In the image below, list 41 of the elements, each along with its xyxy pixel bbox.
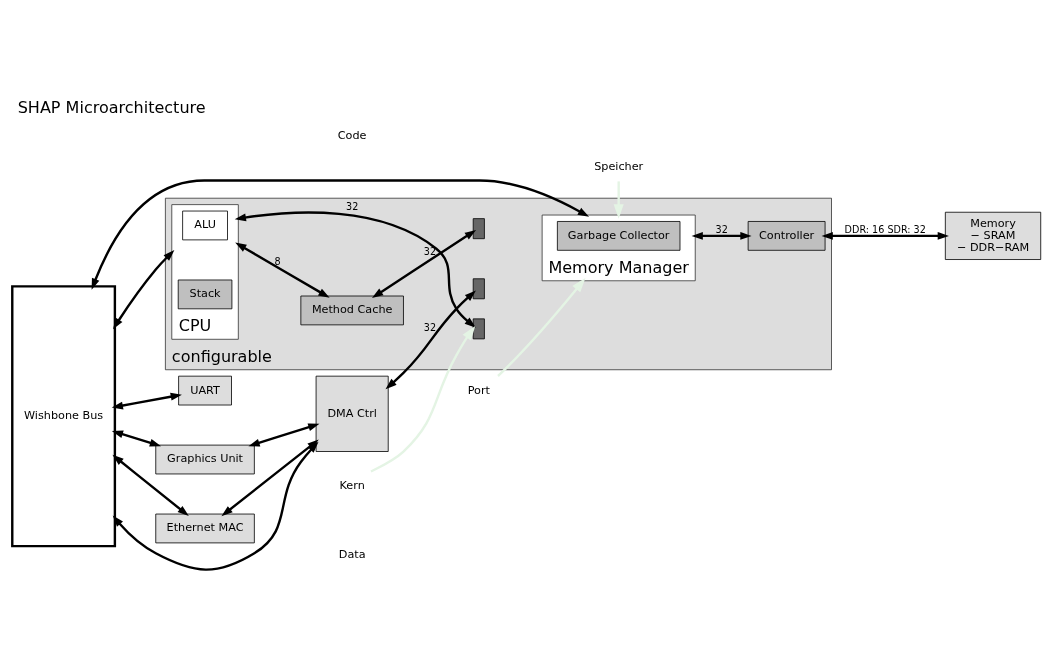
node-box	[472, 277, 485, 299]
edge-label: 32	[423, 321, 437, 333]
node-box	[472, 217, 485, 239]
arrow	[234, 210, 476, 328]
label: Data	[338, 547, 366, 561]
diagram-title: SHAP Microarchitecture	[17, 97, 206, 117]
arrow	[613, 180, 624, 219]
node-box: Controller	[747, 220, 826, 251]
arrow	[235, 242, 330, 298]
edge-label: 32	[423, 245, 437, 257]
arrow	[113, 249, 175, 329]
node-text: Speicher	[594, 159, 644, 173]
label: Code	[337, 128, 367, 142]
node-box: DMA Ctrl	[315, 375, 389, 452]
arrow	[385, 290, 476, 389]
arrow	[691, 231, 752, 240]
arrow	[497, 277, 586, 377]
node-box: Garbage Collector	[556, 220, 681, 251]
node-text: Port	[467, 383, 490, 397]
arrow	[111, 430, 162, 447]
node-box: Graphics Unit	[155, 444, 255, 474]
arrow	[112, 454, 189, 516]
node-box: Wishbone Bus	[11, 284, 117, 547]
node-box: UART	[178, 375, 232, 405]
node-box: Ethernet MAC	[155, 513, 255, 543]
arrow	[248, 422, 320, 447]
edge-label: 8	[274, 255, 281, 267]
node-box: ALU	[182, 210, 228, 240]
node-box: Method Cache	[300, 295, 404, 325]
node-box: Stack	[177, 279, 233, 309]
arrow	[372, 229, 477, 298]
arrow	[91, 178, 590, 290]
edge-label: 32	[346, 200, 359, 212]
edge-label: 32	[715, 223, 728, 235]
arrow	[370, 325, 476, 473]
arrow	[821, 231, 949, 240]
edge-label: DDR: 16 SDR: 32	[844, 223, 926, 235]
node-box	[472, 317, 485, 339]
node-box: Memory − SRAM − DDR−RAM	[944, 211, 1042, 260]
node-text: Kern	[339, 478, 365, 492]
arrow	[111, 392, 182, 409]
